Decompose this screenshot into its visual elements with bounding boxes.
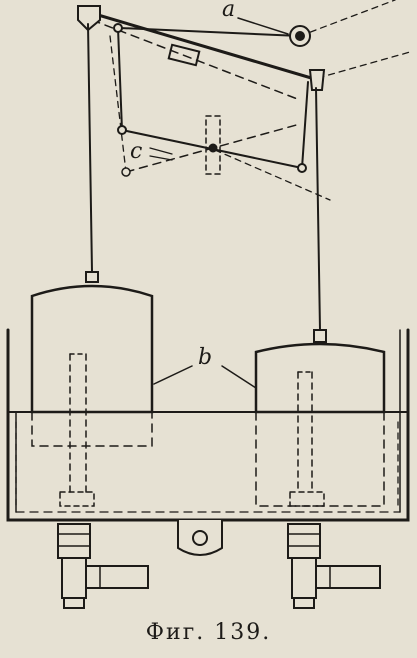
lever-extension-dashed xyxy=(299,0,396,37)
lever-assembly xyxy=(77,0,411,101)
right-bell-body xyxy=(254,342,386,414)
label-b-pointer-left xyxy=(153,365,193,385)
right-inner-tube-base xyxy=(289,491,325,507)
left-bell-hook xyxy=(85,271,99,283)
linkage-frame xyxy=(109,23,331,201)
right-valve xyxy=(287,523,381,609)
counterweight-block xyxy=(167,43,201,67)
right-bell-hook xyxy=(313,329,327,343)
right-bell xyxy=(254,329,386,507)
linkage-arm-dashed xyxy=(214,149,331,201)
left-valve xyxy=(57,523,149,609)
lever-alternate-position xyxy=(91,19,301,101)
linkage-left-arm-dashed xyxy=(109,35,127,173)
joint-dashed-left xyxy=(121,167,131,177)
joint-right xyxy=(297,163,307,173)
left-bell-submerged xyxy=(31,411,153,447)
label-b: b xyxy=(198,345,212,370)
joint-top-left xyxy=(113,23,123,33)
left-valve-body xyxy=(61,557,87,599)
left-valve-nut xyxy=(57,523,91,559)
mounting-lug-hole xyxy=(192,530,208,546)
right-bell-submerged xyxy=(255,411,385,507)
left-bell xyxy=(30,271,154,507)
left-inner-tube-base xyxy=(59,491,95,507)
label-a: a xyxy=(222,0,235,22)
linkage-left-arm xyxy=(117,27,123,131)
lever-link-arm xyxy=(119,27,301,37)
pulley-axle xyxy=(295,31,305,41)
left-suspension-rod xyxy=(87,23,93,273)
lever-extension-dashed-lower xyxy=(317,51,411,79)
right-valve-spout xyxy=(315,565,381,589)
right-valve-body xyxy=(291,557,317,599)
right-end-fitting xyxy=(308,69,326,91)
pointer-arrow xyxy=(237,17,289,35)
mounting-lug-body xyxy=(177,519,223,556)
label-c-pointer-2 xyxy=(149,155,173,161)
figure-caption: Фиг. 139. xyxy=(145,620,272,645)
label-c-pointer-1 xyxy=(149,147,173,155)
right-valve-base xyxy=(293,597,315,609)
left-bell-body xyxy=(30,284,154,414)
left-pivot-bracket xyxy=(77,5,101,32)
label-c: c xyxy=(130,139,142,164)
top-lever-bar xyxy=(86,10,320,82)
left-valve-spout xyxy=(85,565,149,589)
joint-bottom-left xyxy=(117,125,127,135)
linkage-right-arm xyxy=(301,81,309,169)
right-suspension-rod xyxy=(315,87,321,331)
label-b-pointer-right xyxy=(221,365,257,389)
left-valve-base xyxy=(63,597,85,609)
mounting-lug xyxy=(177,519,223,556)
joint-center xyxy=(208,143,218,153)
right-valve-nut xyxy=(287,523,321,559)
